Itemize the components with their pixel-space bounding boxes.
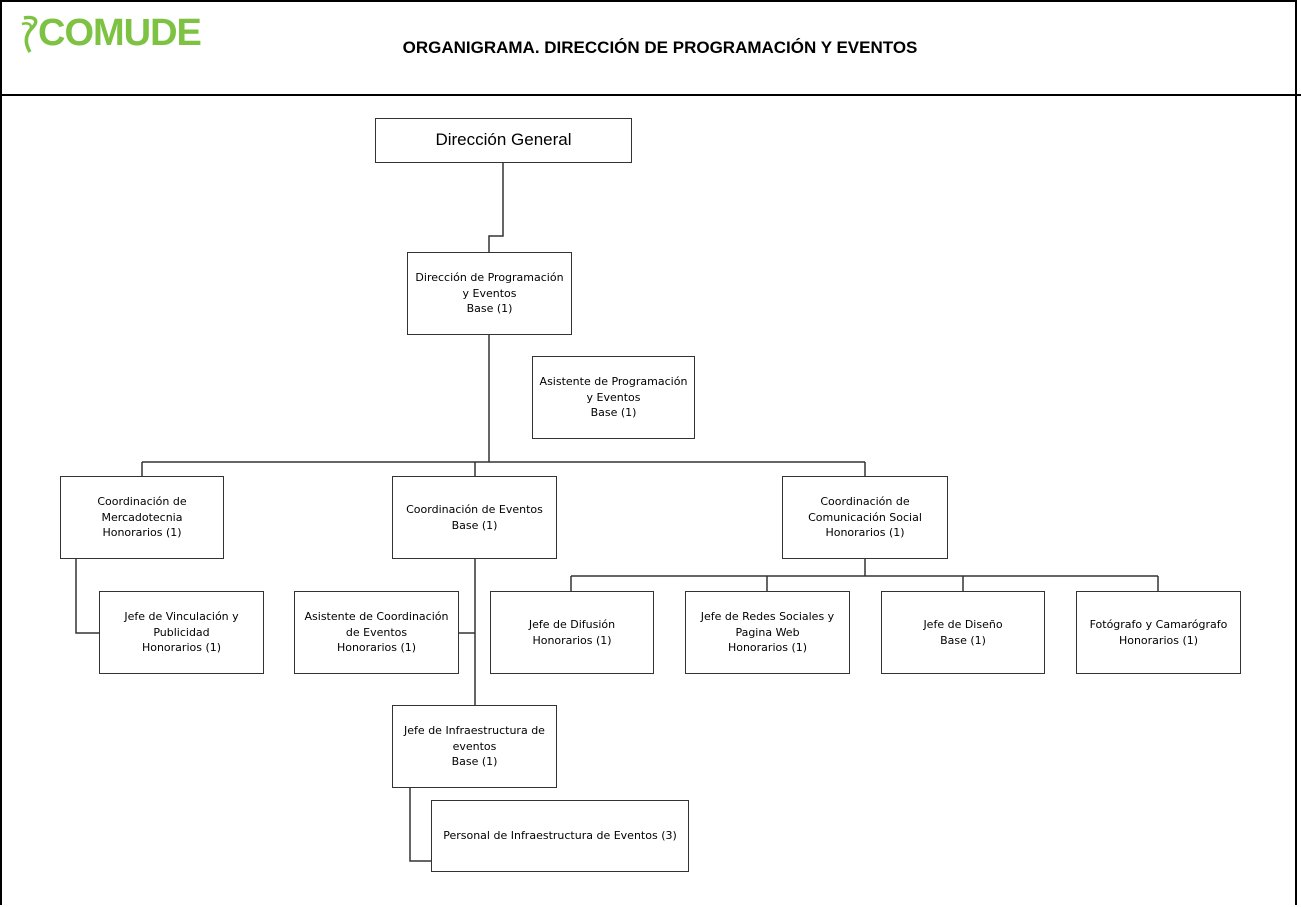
node-status: Base (1) (451, 755, 498, 769)
runner-icon (21, 15, 38, 53)
node-label: Mercadotecnia (101, 510, 183, 524)
connector-infraestructura-to-personal (409, 787, 432, 862)
node-label: y Eventos (586, 390, 641, 404)
node-asistente-coord-eventos: Asistente de Coordinación de Eventos Hon… (294, 591, 459, 674)
logo-text: COMUDE (38, 12, 202, 54)
node-label: Jefe de Diseño (923, 617, 1003, 631)
node-coord-eventos: Coordinación de Eventos Base (1) (392, 476, 557, 559)
node-label: Coordinación de (820, 494, 910, 508)
node-status: Honorarios (1) (532, 633, 612, 647)
node-label: y Eventos (462, 286, 517, 300)
node-label: Jefe de Difusión (528, 617, 616, 631)
node-label: de Eventos (345, 625, 408, 639)
connector-mercadotecnia-to-vinculacion (75, 558, 100, 634)
node-label: Dirección de Programación (415, 270, 564, 284)
node-status: Base (1) (590, 406, 637, 420)
node-label: eventos (452, 739, 497, 753)
node-label: Pagina Web (735, 625, 800, 639)
node-label: Coordinación de Eventos (406, 502, 543, 516)
node-status: Base (1) (451, 518, 498, 532)
node-jefe-vinculacion: Jefe de Vinculación y Publicidad Honorar… (99, 591, 264, 674)
node-asistente-programacion: Asistente de Programación y Eventos Base… (532, 356, 695, 439)
node-status: Honorarios (1) (727, 641, 808, 655)
node-status: Honorarios (1) (336, 641, 417, 655)
comude-logo: COMUDE (18, 10, 202, 56)
node-status: Honorarios (1) (1118, 633, 1199, 647)
connector-general-to-programacion (488, 162, 504, 252)
node-status: Base (1) (940, 633, 986, 647)
node-jefe-infraestructura: Jefe de Infraestructura de eventos Base … (392, 705, 557, 788)
node-label: Personal de Infraestructura de Eventos (… (443, 829, 677, 843)
node-coord-comunicacion: Coordinación de Comunicación Social Hono… (782, 476, 948, 559)
page-title: ORGANIGRAMA. DIRECCIÓN DE PROGRAMACIÓN Y… (402, 38, 918, 57)
node-label: Coordinación de (97, 494, 187, 508)
node-label: Fotógrafo y Camarógrafo (1089, 617, 1228, 631)
node-label: Jefe de Redes Sociales y (700, 609, 835, 623)
node-direccion-programacion: Dirección de Programación y Eventos Base… (407, 252, 572, 335)
node-status: Base (1) (466, 302, 513, 316)
node-label: Comunicación Social (808, 510, 922, 524)
node-label: Asistente de Programación (539, 374, 688, 388)
node-fotografo: Fotógrafo y Camarógrafo Honorarios (1) (1076, 591, 1241, 674)
node-status: Honorarios (1) (102, 526, 182, 540)
node-direccion-general: Dirección General (375, 118, 632, 163)
node-label: Jefe de Infraestructura de (404, 723, 545, 737)
node-status: Honorarios (1) (825, 526, 905, 540)
node-label: Dirección General (435, 130, 572, 150)
header-divider (0, 94, 1301, 96)
node-jefe-diseno: Jefe de Diseño Base (1) (881, 591, 1045, 674)
node-label: Jefe de Vinculación y (124, 609, 239, 623)
node-personal-infraestructura: Personal de Infraestructura de Eventos (… (431, 800, 689, 872)
node-status: Honorarios (1) (141, 641, 222, 655)
node-jefe-difusion: Jefe de Difusión Honorarios (1) (490, 591, 654, 674)
node-label: Asistente de Coordinación (304, 609, 449, 623)
node-label: Publicidad (153, 625, 210, 639)
node-jefe-redes: Jefe de Redes Sociales y Pagina Web Hono… (685, 591, 850, 674)
node-coord-mercadotecnia: Coordinación de Mercadotecnia Honorarios… (60, 476, 224, 559)
